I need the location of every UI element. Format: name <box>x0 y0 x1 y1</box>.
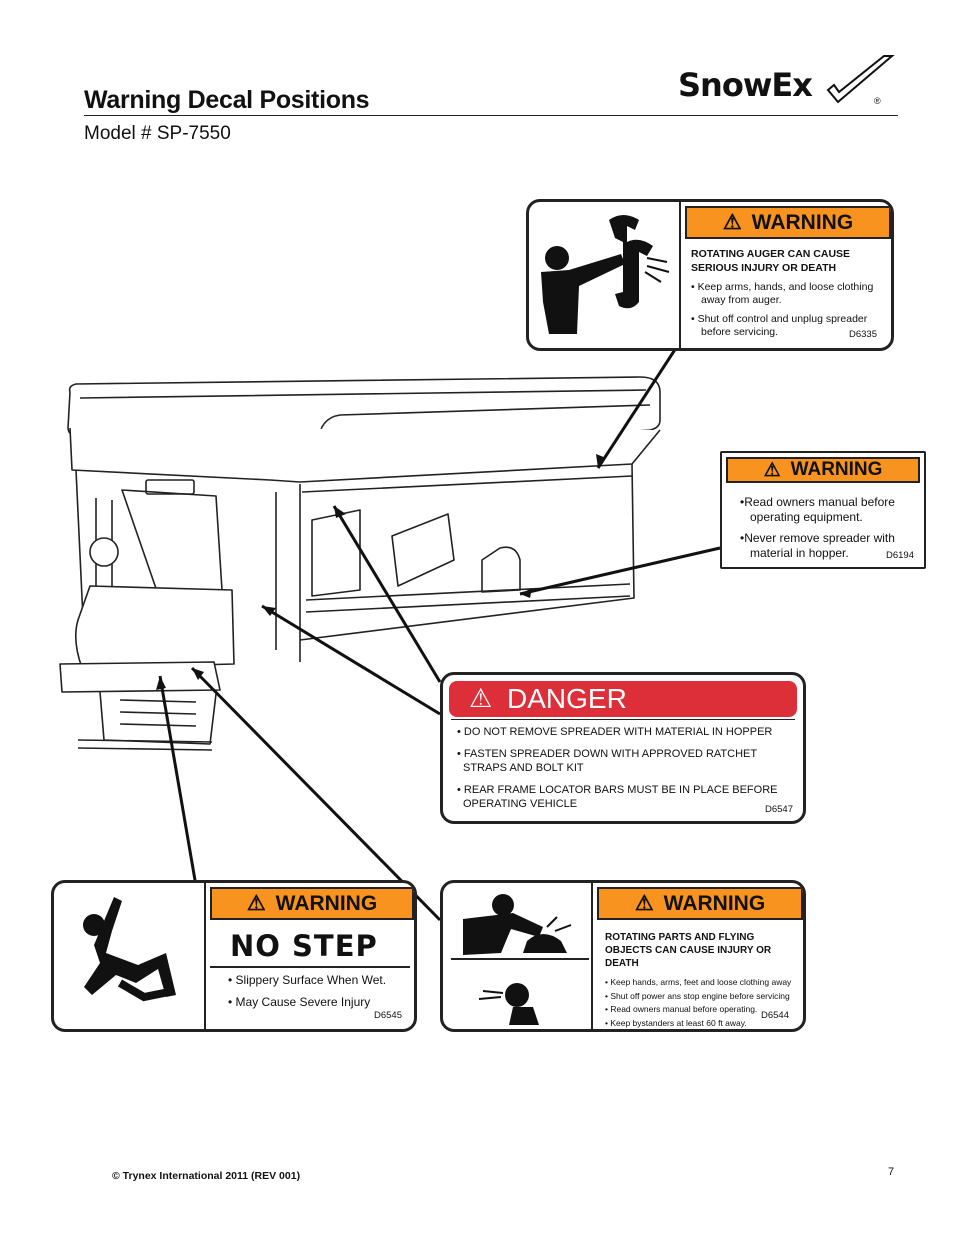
snowex-logo: SnowEx ® <box>678 52 898 108</box>
logo-text: SnowEx <box>678 66 813 104</box>
auger-pictogram <box>529 202 679 348</box>
rotating-bullet-3: • Read owners manual before operating. <box>605 1004 758 1014</box>
copyright: © Trynex International 2011 (REV 001) <box>112 1170 301 1182</box>
rotating-decal-code: D6544 <box>761 1010 789 1021</box>
nostep-decal-code: D6545 <box>374 1010 402 1021</box>
rotating-bullet-1: • Keep hands, arms, feet and loose cloth… <box>605 977 792 987</box>
auger-warning-title: ROTATING AUGER CAN CAUSE SERIOUS INJURY … <box>691 248 851 274</box>
decal-auger-warning: ⚠ WARNING ROTATING AUGER CAN CAUSE SERIO… <box>526 199 894 351</box>
nostep-text: NO STEP <box>230 929 378 963</box>
decal-rotating-warning: ⚠ WARNING ROTATING PARTS AND FLYING OBJE… <box>440 880 806 1032</box>
auger-bullet-2: • Shut off control and unplug spreader b… <box>691 313 868 338</box>
manual-decal-code: D6194 <box>886 550 914 561</box>
nostep-warning-header: ⚠ WARNING <box>210 887 414 920</box>
logo-mark: ® <box>874 96 881 106</box>
page-title: Warning Decal Positions <box>84 86 370 114</box>
nostep-bullet-1: • Slippery Surface When Wet. <box>228 973 387 987</box>
warning-triangle-icon: ⚠ <box>246 892 266 915</box>
decal-danger: ⚠ DANGER • DO NOT REMOVE SPREADER WITH M… <box>440 672 806 824</box>
decal-nostep-warning: ⚠ WARNING NO STEP • Slippery Surface Whe… <box>51 880 417 1032</box>
page-number: 7 <box>888 1166 895 1178</box>
rotating-bullet-4: • Keep bystanders at least 60 ft away. <box>605 1017 747 1028</box>
danger-bullet-3: • REAR FRAME LOCATOR BARS MUST BE IN PLA… <box>457 784 778 810</box>
auger-decal-code: D6335 <box>849 329 877 340</box>
title-rule <box>84 115 898 116</box>
auger-warning-header: ⚠ WARNING <box>685 206 891 239</box>
rotating-parts-pictogram <box>443 883 591 1029</box>
danger-decal-code: D6547 <box>765 804 793 815</box>
model-number: Model # SP-7550 <box>84 123 231 144</box>
warning-triangle-icon: ⚠ <box>722 211 742 234</box>
nostep-bullet-2: • May Cause Severe Injury <box>228 995 371 1009</box>
decal-manual-warning: ⚠ WARNING •Read owners manual before ope… <box>720 451 926 569</box>
falling-person-pictogram <box>54 883 204 1029</box>
auger-bullet-1: • Keep arms, hands, and loose clothing a… <box>691 281 874 306</box>
danger-bullet-1: • DO NOT REMOVE SPREADER WITH MATERIAL I… <box>457 726 773 738</box>
rotating-bullet-2: • Shut off power ans stop engine before … <box>605 990 790 1001</box>
danger-triangle-icon: ⚠ <box>469 683 493 713</box>
rotating-warning-header: ⚠ WARNING <box>597 887 803 920</box>
warning-triangle-icon: ⚠ <box>634 892 654 915</box>
manual-bullet-2: •Never remove spreader with material in … <box>740 531 895 560</box>
manual-warning-header: ⚠ WARNING <box>726 457 920 483</box>
manual-bullet-1: •Read owners manual before operating equ… <box>740 495 895 524</box>
danger-bullet-2: • FASTEN SPREADER DOWN WITH APPROVED RAT… <box>457 748 757 774</box>
warning-triangle-icon: ⚠ <box>763 459 781 481</box>
rotating-warning-title: ROTATING PARTS AND FLYING OBJECTS CAN CA… <box>605 932 772 969</box>
danger-header: ⚠ DANGER <box>449 681 797 717</box>
